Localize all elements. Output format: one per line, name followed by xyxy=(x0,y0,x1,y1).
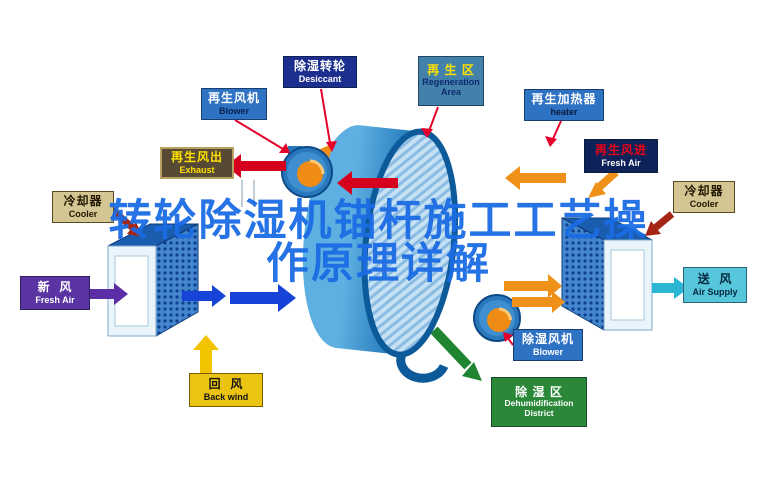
label-dehumid-area-en: Dehumidification District xyxy=(504,397,576,418)
arrow-return-air-up xyxy=(193,335,219,374)
arrow-dehumid-zone-shaft xyxy=(430,326,472,370)
arrow-exhaust-left xyxy=(226,154,286,178)
label-cooler-right-zh: 冷却器 xyxy=(684,184,724,199)
label-heater-en: heater xyxy=(550,106,578,117)
label-exhaust-en: Exhaust xyxy=(179,164,215,175)
label-dehumid-area: 除 湿 区 Dehumidification District xyxy=(491,377,587,427)
dehumid-fan-swirl xyxy=(498,307,512,321)
label-regen-area-zh: 再 生 区 xyxy=(427,63,475,78)
arrow-dry-air-1 xyxy=(504,274,562,298)
regen-fan xyxy=(281,143,334,198)
watermark-line1: 转轮除湿机锚杆施工工艺操 xyxy=(108,197,649,245)
label-desiccant: 除湿转轮 Desiccant xyxy=(283,56,357,88)
label-back-wind-zh: 回 风 xyxy=(208,377,244,392)
label-desiccant-zh: 除湿转轮 xyxy=(293,59,346,74)
label-exhaust: 再生风出 Exhaust xyxy=(160,147,234,179)
leader-regen-blower xyxy=(234,119,284,150)
air-handler-right xyxy=(561,217,653,331)
arrow-cooler-left-head xyxy=(127,222,143,237)
arrow-fresh-air xyxy=(88,283,128,305)
label-cooler-left-en: Cooler xyxy=(68,208,98,219)
label-heater-zh: 再生加热器 xyxy=(531,92,597,107)
label-regen-fresh-air-zh: 再生风进 xyxy=(594,143,647,158)
arrow-regen-inlet-head xyxy=(588,182,606,198)
leader-heater-head xyxy=(545,136,557,147)
label-dehumid-blower: 除湿风机 Blower xyxy=(513,329,583,361)
leader-lines xyxy=(234,88,562,346)
arrow-process-blue-2 xyxy=(230,284,296,312)
label-air-supply-en: Air Supply xyxy=(692,286,738,297)
leader-heater xyxy=(551,120,562,142)
leader-dehumid-blower-head xyxy=(503,332,513,342)
leader-regen-blower-head xyxy=(279,143,290,153)
regen-fan-hub xyxy=(297,161,323,187)
label-cooler-right: 冷却器 Cooler xyxy=(673,181,735,213)
label-regen-blower: 再生风机 Blower xyxy=(201,88,267,120)
arrow-cooler-left-shaft xyxy=(109,207,136,231)
label-dehumid-blower-en: Blower xyxy=(532,346,563,357)
watermark-text: 转轮除湿机锚杆施工工艺操 作原理详解 xyxy=(0,200,757,286)
leader-regen-area xyxy=(428,106,439,132)
label-regen-blower-zh: 再生风机 xyxy=(207,91,260,106)
wheel-bracket xyxy=(396,352,449,383)
label-cooler-right-en: Cooler xyxy=(689,198,719,209)
label-regen-fresh-air-en: Fresh Air xyxy=(601,157,641,168)
label-regen-blower-en: Blower xyxy=(218,105,249,116)
arrow-regen-through-wheel xyxy=(337,171,398,195)
label-dehumid-blower-zh: 除湿风机 xyxy=(521,332,574,347)
arrow-cooler-right-shaft xyxy=(652,211,675,231)
regen-fan-swirl xyxy=(309,159,325,175)
leader-desiccant-head xyxy=(326,141,337,152)
dehumid-fan-hub xyxy=(487,308,511,332)
arrow-cooler-right-head xyxy=(645,221,661,236)
watermark-line2: 作原理详解 xyxy=(266,240,491,288)
arrow-process-blue-1 xyxy=(182,285,226,307)
arrow-dehumid-zone-head xyxy=(462,362,482,381)
label-air-supply: 送 风 Air Supply xyxy=(683,267,747,303)
label-back-wind-en: Back wind xyxy=(203,391,249,402)
label-cooler-left: 冷却器 Cooler xyxy=(52,191,114,223)
arrow-dry-air-2 xyxy=(512,291,565,313)
dehumid-fan xyxy=(473,294,521,342)
leader-regen-area-head xyxy=(421,128,433,138)
label-exhaust-zh: 再生风出 xyxy=(170,150,223,165)
label-fresh-air-zh: 新 风 xyxy=(37,280,73,295)
arrow-air-supply xyxy=(652,277,689,299)
label-fresh-air: 新 风 Fresh Air xyxy=(20,276,90,310)
label-regen-area: 再 生 区 Regeneration Area xyxy=(418,56,484,106)
label-desiccant-en: Desiccant xyxy=(298,73,342,84)
label-back-wind: 回 风 Back wind xyxy=(189,373,263,407)
leader-desiccant xyxy=(320,88,331,144)
air-handler-right-door xyxy=(610,249,645,321)
label-regen-area-en: Regeneration Area xyxy=(422,76,482,97)
air-handler-left xyxy=(107,223,199,337)
label-cooler-left-zh: 冷却器 xyxy=(63,194,103,209)
label-dehumid-area-zh: 除 湿 区 xyxy=(515,384,563,399)
label-fresh-air-en: Fresh Air xyxy=(35,294,75,305)
label-air-supply-zh: 送 风 xyxy=(697,272,733,287)
label-heater: 再生加热器 heater xyxy=(524,89,604,121)
label-regen-fresh-air: 再生风进 Fresh Air xyxy=(584,139,658,173)
arrow-heater-to-wheel xyxy=(505,166,566,190)
